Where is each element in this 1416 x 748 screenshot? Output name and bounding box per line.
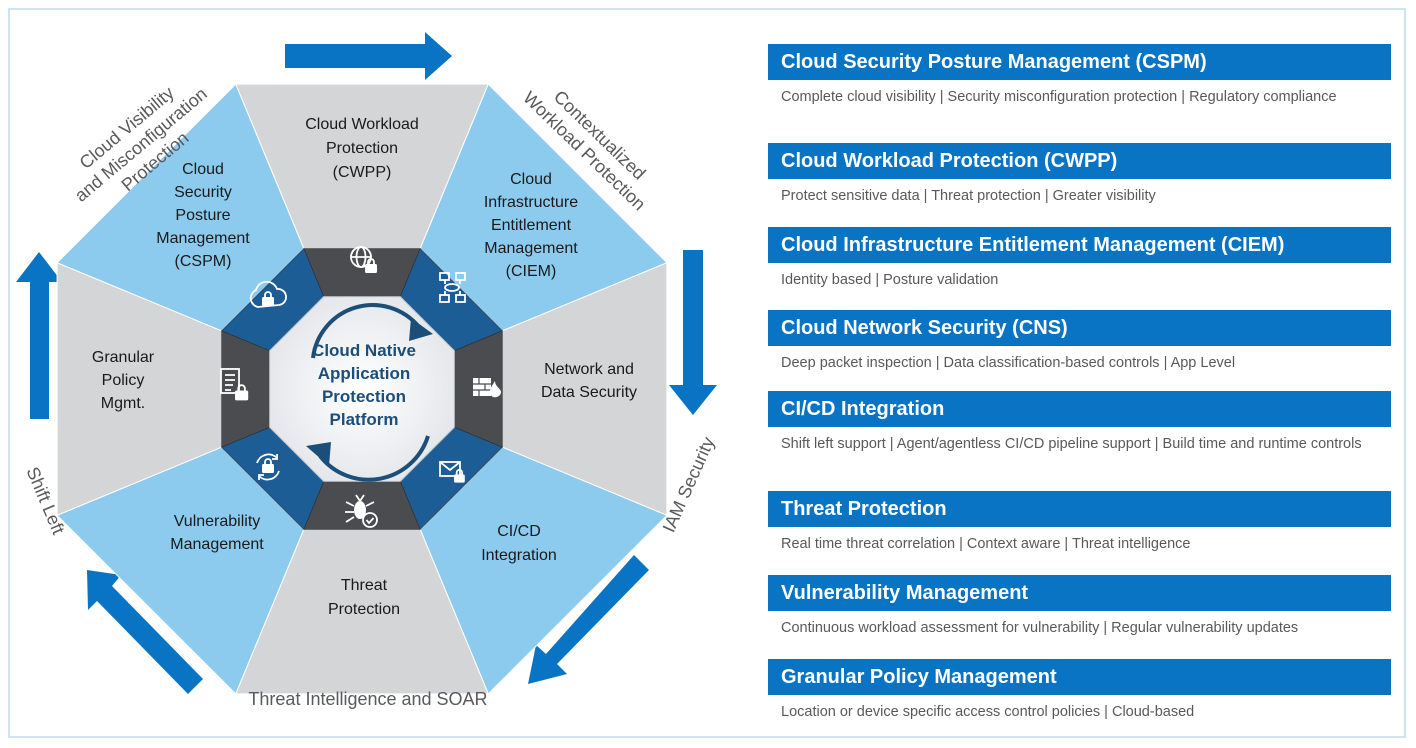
flow-arrow-right xyxy=(669,250,717,415)
card-ciem: Cloud Infrastructure Entitlement Managem… xyxy=(768,227,1391,291)
segment-label-line: Management xyxy=(484,240,578,257)
segment-label-line: Posture xyxy=(175,207,230,224)
card-title: Granular Policy Management xyxy=(768,659,1391,695)
outer-label-right: IAM Security xyxy=(659,434,719,535)
segment-label-line: Granular xyxy=(92,349,155,366)
flow-arrow-bottom-left xyxy=(87,570,203,694)
flow-arrow-top xyxy=(285,32,452,80)
mail-lock-icon xyxy=(439,461,465,483)
segment-label-line: (CIEM) xyxy=(506,263,557,280)
segment-label-line: Data Security xyxy=(541,384,637,401)
segment-label-line: Cloud xyxy=(510,171,552,188)
segment-label-cicd: CI/CD Integration xyxy=(481,523,557,564)
flow-arrow-left xyxy=(16,252,62,419)
segment-label-line: Vulnerability xyxy=(174,513,261,530)
segment-label-line: Cloud xyxy=(182,161,224,178)
segment-label-line: Network and xyxy=(544,361,634,378)
center-title-line: Cloud Native xyxy=(312,341,416,360)
segment-label-line: Management xyxy=(156,230,250,247)
center-title-line: Platform xyxy=(330,410,399,429)
segment-label-line: Protection xyxy=(326,140,398,157)
card-title: CI/CD Integration xyxy=(768,391,1391,427)
card-title: Cloud Security Posture Management (CSPM) xyxy=(768,44,1391,80)
segment-label-line: (CWPP) xyxy=(333,164,392,181)
segment-label-line: Protection xyxy=(328,601,400,618)
segment-label-line: Integration xyxy=(481,547,557,564)
segment-label-line: (CSPM) xyxy=(175,253,232,270)
card-cicd: CI/CD Integration Shift left support | A… xyxy=(768,391,1391,455)
firewall-flame-icon xyxy=(473,378,502,398)
card-description: Shift left support | Agent/agentless CI/… xyxy=(781,436,1362,452)
center-title-line: Application xyxy=(318,364,411,383)
card-description: Complete cloud visibility | Security mis… xyxy=(781,89,1337,105)
bug-check-icon xyxy=(345,494,378,528)
segment-label-line: Entitlement xyxy=(491,217,572,234)
cycle-arrow-top xyxy=(311,303,421,359)
card-granular-policy: Granular Policy Management Location or d… xyxy=(768,659,1391,723)
segment-label-line: Management xyxy=(170,536,264,553)
segment-label-line: Security xyxy=(174,184,232,201)
cycle-arrow-bottom xyxy=(318,435,430,482)
card-threat-protection: Threat Protection Real time threat corre… xyxy=(768,491,1391,555)
card-cwpp: Cloud Workload Protection (CWPP) Protect… xyxy=(768,143,1391,207)
cycle-arrowhead-top xyxy=(409,318,433,341)
card-description: Protect sensitive data | Threat protecti… xyxy=(781,188,1156,204)
card-description: Continuous workload assessment for vulne… xyxy=(781,620,1299,636)
flow-arrow-bottom-right xyxy=(528,555,649,684)
globe-lock-icon xyxy=(350,246,377,273)
cloud-lock-icon xyxy=(249,280,287,308)
cycle-arrowhead-bottom xyxy=(306,442,331,466)
card-description: Identity based | Posture validation xyxy=(781,272,999,288)
center-title-line: Protection xyxy=(322,387,406,406)
inner-segment-cwpp xyxy=(303,248,421,297)
segment-label-line: Threat xyxy=(341,577,388,594)
card-title: Cloud Workload Protection (CWPP) xyxy=(768,143,1391,179)
segment-label-line: Infrastructure xyxy=(484,194,578,211)
card-description: Real time threat correlation | Context a… xyxy=(781,536,1191,552)
refresh-lock-icon xyxy=(256,453,280,481)
card-title: Cloud Network Security (CNS) xyxy=(768,310,1391,346)
outer-label-bottom: Threat Intelligence and SOAR xyxy=(248,689,487,709)
card-cns: Cloud Network Security (CNS) Deep packet… xyxy=(768,310,1391,374)
card-title: Cloud Infrastructure Entitlement Managem… xyxy=(768,227,1391,263)
network-cloud-icon xyxy=(439,272,466,303)
segment-label-line: Cloud Workload xyxy=(305,116,419,133)
segment-label-line: Mgmt. xyxy=(101,395,145,412)
segment-label-line: CI/CD xyxy=(497,523,541,540)
card-title: Vulnerability Management xyxy=(768,575,1391,611)
card-description: Location or device specific access contr… xyxy=(781,704,1195,720)
card-title: Threat Protection xyxy=(768,491,1391,527)
segment-label-line: Policy xyxy=(102,372,145,389)
card-description: Deep packet inspection | Data classifica… xyxy=(781,355,1236,371)
card-cspm: Cloud Security Posture Management (CSPM)… xyxy=(768,44,1391,108)
document-lock-icon xyxy=(220,368,249,401)
card-vulnerability: Vulnerability Management Continuous work… xyxy=(768,575,1391,639)
